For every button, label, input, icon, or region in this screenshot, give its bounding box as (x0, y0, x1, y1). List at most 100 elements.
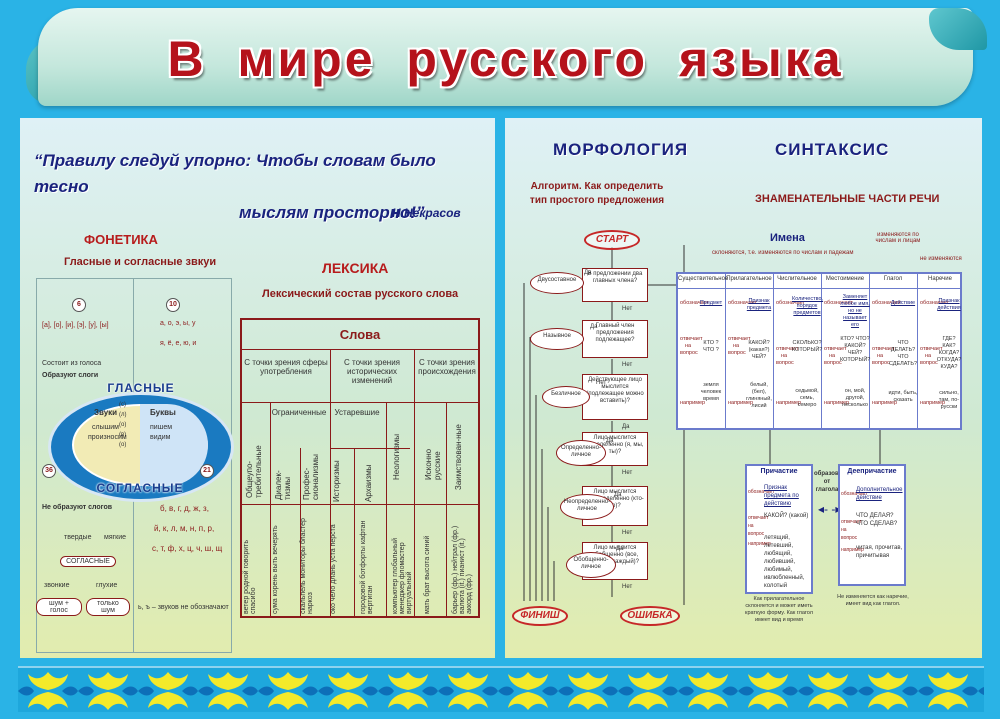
col-header: Устаревшие (334, 408, 380, 417)
count-mark: 21 (200, 464, 214, 478)
deaf: глухие (96, 582, 118, 589)
banner-background (38, 8, 973, 106)
pos-example: сильно, там, по-русски (938, 390, 960, 410)
yes-label: Да (606, 438, 614, 444)
algorithm-title: Алгоритм. Как определить тип простого пр… (529, 181, 665, 206)
sounds-word: Звуки (94, 408, 118, 417)
participle-question: КАКОЙ? (какой) (764, 513, 809, 519)
col-border (354, 448, 355, 616)
double-arrow-icon: ◂- -▸ (818, 502, 842, 516)
group-header: С точки зрения исторических изменений (344, 358, 400, 385)
example-label: например (748, 541, 771, 547)
adverb-note: не изменяются (920, 256, 962, 262)
title-banner: В мире русского языка (26, 8, 987, 106)
pos-meaning: Действие (890, 300, 916, 306)
quote-author: Н.Некрасов (392, 206, 461, 220)
meaning-label: обозначает (776, 300, 806, 306)
pos-header-border (678, 288, 960, 289)
consonant-letters: с, т, ф, х, ц, ч, ш, щ (152, 544, 223, 553)
gerund-meaning: Дополнительное действие (856, 487, 903, 501)
left-panel (20, 118, 495, 658)
participle-example: летящий, летевший, любящий, любивший, лю… (764, 535, 805, 589)
pos-divider (917, 274, 918, 428)
question-label: отвечает на вопрос (728, 336, 751, 356)
no-label: Нет (622, 584, 633, 590)
yes-label: Да (622, 424, 630, 430)
pos-question: ГДЕ? КАК? КОГДА? ОТКУДА? КУДА? (936, 336, 962, 370)
question-node: Главный член предложения подлежащее? (582, 320, 648, 358)
morphology-title: МОРФОЛОГИЯ (553, 140, 689, 159)
center-word: (с) (л) (о) (в) (о) (119, 402, 127, 448)
gerund-title: Деепричастие (847, 468, 897, 475)
question-label: отвечает на вопрос (872, 346, 895, 366)
example-label: например (920, 400, 946, 406)
question-node: В предложении два главных члена? (582, 268, 648, 302)
participle-note: Как прилагательное склоняется и может им… (745, 596, 813, 623)
question-label: отвечает на вопрос (680, 336, 703, 356)
col-header: Профес-сионализмы (302, 454, 320, 500)
consonants-box: СОГЛАСНЫЕ (60, 556, 116, 567)
question-label: отвечает на вопрос (824, 346, 847, 366)
count-mark: 10 (166, 298, 180, 312)
participle-meaning: Признак предмета по действию (764, 485, 799, 507)
row-border (330, 448, 410, 449)
pos-header: Местоимение (825, 276, 865, 282)
lexis-example: барьер (фр.) нейтрал (фр.) валюта (it.) … (452, 525, 473, 614)
col-border (414, 350, 415, 616)
row-border (242, 504, 478, 505)
pos-question: КТО ? ЧТО ? (703, 340, 719, 353)
gerund-question: ЧТО ДЕЛАЯ? ЧТО СДЕЛАВ? (856, 513, 898, 527)
pos-divider (725, 274, 726, 428)
col-border (386, 402, 387, 616)
pos-divider (869, 274, 870, 428)
col-header: Заимствован-ные (454, 424, 463, 490)
col-header: Историзмы (332, 460, 341, 502)
poster-title: В мире русского языка (167, 31, 844, 87)
letters-word: Буквы (150, 408, 176, 417)
lexis-example: скальпель мониторы бластер наркоз (300, 518, 314, 614)
phonetics-subtitle: Гласные и согласные звкуи (64, 256, 217, 268)
question-label: отвечает на вопрос (776, 346, 799, 366)
ornament-pattern (18, 668, 984, 712)
pos-question: ЧТО ДЕЛАТЬ? ЧТО СДЕЛАТЬ? (888, 340, 918, 367)
meaning-label: обозначает (748, 489, 775, 495)
pos-question: КТО? ЧТО? КАКОЙ? ЧЕЙ? КОТОРЫЙ? (840, 336, 871, 363)
yes-label: Да (614, 492, 622, 498)
phonetics-title: ФОНЕТИКА (84, 232, 158, 247)
no-label: Нет (622, 362, 633, 368)
bottom-ornament (18, 666, 984, 712)
col-header: Архаизмы (364, 464, 373, 502)
vowel-letters: а, о, э, ы, у (160, 320, 196, 327)
quote-line-2: мыслям просторно!” (239, 203, 425, 222)
vowel-letters: я, ё, е, ю, и (160, 340, 197, 347)
pos-example: седьмой, семь, семеро (795, 388, 819, 408)
question-label: отвечает на вопрос (841, 519, 862, 541)
vowel-note: Состоит из голоса (42, 360, 102, 367)
col-border (270, 402, 271, 616)
ring-inner-right (140, 404, 208, 486)
answer-node: Безличное (542, 386, 590, 408)
col-header: Диалек-тизмы (274, 470, 292, 500)
yes-label: Да (590, 324, 598, 330)
heard: слышим (92, 424, 119, 431)
hard: твердые (64, 534, 92, 541)
no-syllables: Не образуют слогов (42, 504, 113, 511)
pos-example: белый, (бел), глиняный, лисий (746, 382, 772, 409)
connector-lines (769, 430, 881, 464)
quote-line-1: “Правилу следуй упорно: Чтобы словам был… (34, 151, 436, 196)
quote: “Правилу следуй упорно: Чтобы словам был… (34, 148, 474, 226)
example-label: например (824, 400, 850, 406)
noise-voice-box: шум + голос (36, 598, 82, 616)
col-header: Общеупо-требительные (245, 445, 263, 498)
no-label: Нет (622, 470, 633, 476)
no-label: Нет (596, 380, 607, 386)
col-border (300, 448, 301, 616)
col-border (330, 350, 331, 616)
lexis-title: ЛЕКСИКА (322, 260, 389, 276)
example-label: например (776, 400, 802, 406)
group-header: С точки зрения сферы употребления (244, 358, 328, 376)
pos-divider (773, 274, 774, 428)
lexis-example: городовой ботфорты кафтан вертиган (360, 520, 374, 614)
finish-node: ФИНИШ (512, 606, 568, 626)
question-node: Действующее лицо мыслится (подлежащее мо… (582, 374, 648, 420)
